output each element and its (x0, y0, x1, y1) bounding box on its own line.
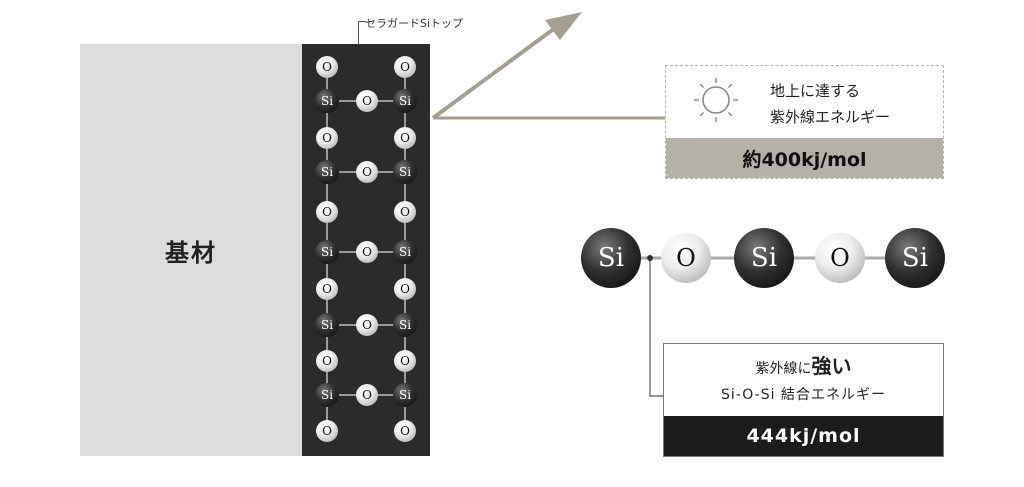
oxygen-atom: O (356, 384, 378, 406)
silicon-atom: Si (393, 160, 417, 184)
chain-oxygen-atom: O (661, 233, 711, 283)
oxygen-atom: O (394, 278, 416, 300)
uv-arrow-head (545, 12, 582, 40)
uv-text: 地上に達する 紫外線エネルギー (770, 78, 890, 130)
oxygen-atom: O (316, 201, 338, 223)
silicon-atom: Si (393, 313, 417, 337)
silicon-atom: Si (315, 313, 339, 337)
silicon-atom: Si (393, 240, 417, 264)
oxygen-atom: O (394, 201, 416, 223)
sun-icon (694, 78, 738, 122)
oxygen-atom: O (316, 278, 338, 300)
oxygen-atom: O (356, 241, 378, 263)
silicon-atom: Si (393, 89, 417, 113)
bond-line1-prefix: 紫外線に (755, 361, 812, 377)
oxygen-atom: O (356, 161, 378, 183)
chain-oxygen-atom: O (815, 233, 865, 283)
oxygen-atom: O (316, 56, 338, 78)
silicon-atom: Si (315, 240, 339, 264)
oxygen-atom: O (394, 56, 416, 78)
bond-pointer-dot (647, 255, 653, 261)
oxygen-atom: O (316, 350, 338, 372)
chain-silicon-atom: Si (734, 228, 794, 288)
bond-line1-emphasis: 強い (811, 354, 852, 378)
silicon-atom: Si (393, 383, 417, 407)
bond-line2: Si-O-Si 結合エネルギー (721, 387, 886, 403)
oxygen-atom: O (394, 350, 416, 372)
coating-label-leader (358, 21, 366, 45)
silicon-atom: Si (315, 383, 339, 407)
silicon-atom: Si (315, 89, 339, 113)
oxygen-atom: O (356, 90, 378, 112)
uv-line1: 地上に達する (770, 82, 861, 100)
substrate-label: 基材 (165, 238, 217, 267)
substrate-panel: 基材 (80, 44, 302, 456)
oxygen-atom: O (316, 420, 338, 442)
bond-energy-value: 444kj/mol (664, 416, 943, 456)
bond-line1: 紫外線に強い (664, 350, 943, 379)
coating-label: セラガードSiトップ (365, 17, 464, 30)
oxygen-atom: O (316, 127, 338, 149)
uv-energy-value: 約400kj/mol (666, 138, 943, 178)
oxygen-atom: O (394, 420, 416, 442)
chain-silicon-atom: Si (581, 228, 641, 288)
uv-line2: 紫外線エネルギー (770, 108, 891, 126)
bond-pointer-line (649, 258, 663, 397)
oxygen-atom: O (394, 127, 416, 149)
uv-arrow-shaft (431, 26, 557, 120)
silicon-atom: Si (315, 160, 339, 184)
uv-energy-box: 地上に達する 紫外線エネルギー 約400kj/mol (665, 65, 944, 179)
oxygen-atom: O (356, 314, 378, 336)
bond-energy-box: 紫外線に強い Si-O-Si 結合エネルギー 444kj/mol (663, 343, 944, 457)
chain-silicon-atom: Si (885, 228, 945, 288)
